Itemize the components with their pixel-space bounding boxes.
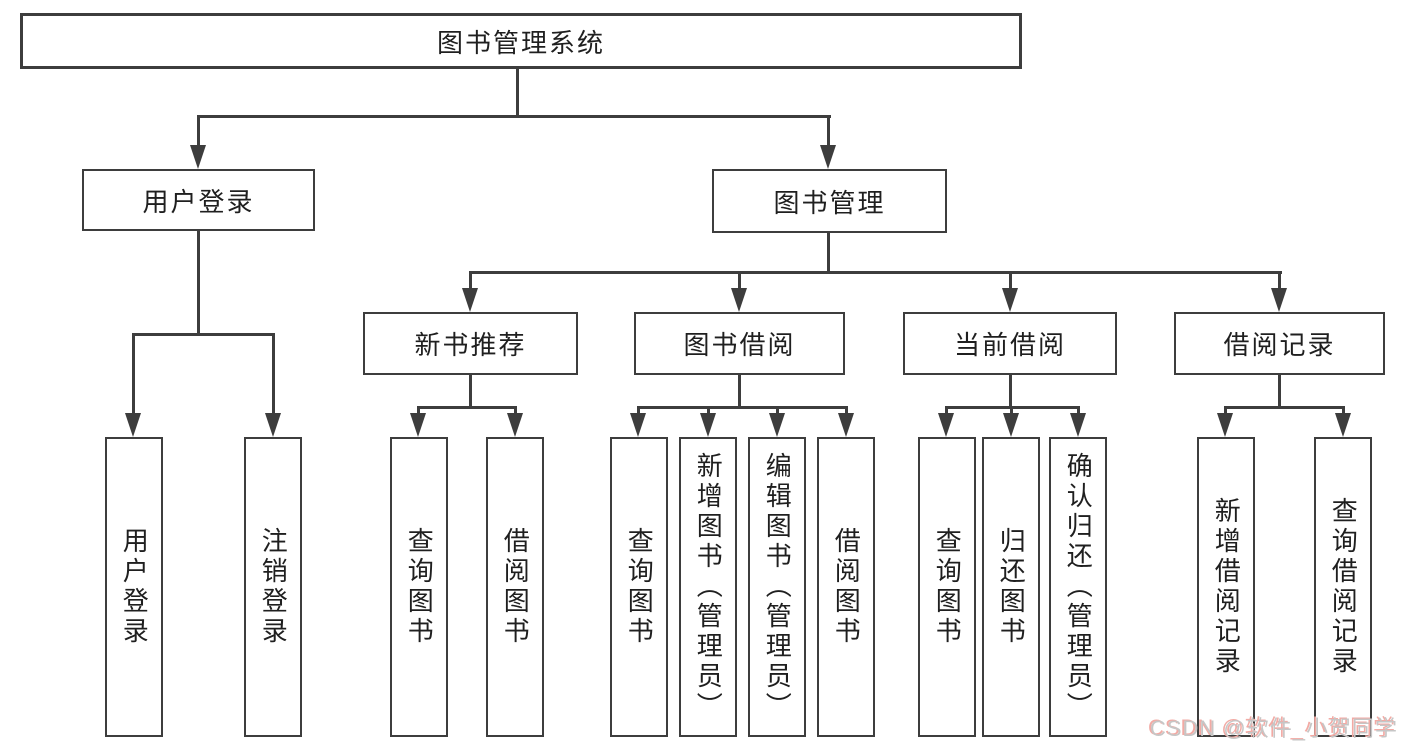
node-label: 新增图书（管理员） — [693, 452, 724, 722]
connector-line — [132, 333, 135, 415]
node-label: 用户登录 — [142, 186, 255, 217]
leaf-bb-borrow-books: 借阅图书 — [817, 437, 875, 737]
connector-line — [1077, 406, 1080, 416]
leaf-bb-query-books: 查询图书 — [610, 437, 668, 737]
connector-line — [845, 406, 848, 416]
connector-line — [637, 406, 640, 416]
node-label: 借阅图书 — [831, 527, 862, 647]
connector-arrow — [1070, 413, 1086, 437]
connector-arrow — [630, 413, 646, 437]
connector-line — [1010, 406, 1013, 416]
connector-arrow — [838, 413, 854, 437]
connector-arrow — [820, 145, 836, 169]
connector-line — [1278, 375, 1281, 409]
connector-line — [132, 333, 275, 336]
connector-line — [738, 271, 741, 291]
node-label: 图书管理 — [773, 187, 886, 218]
connector-line — [272, 333, 275, 415]
node-borrowing-records: 借阅记录 — [1174, 312, 1385, 375]
connector-line — [197, 231, 200, 336]
leaf-user-login: 用户登录 — [105, 437, 163, 737]
connector-line — [417, 406, 517, 409]
node-label: 编辑图书（管理员） — [762, 452, 793, 722]
connector-arrow — [769, 413, 785, 437]
node-new-book-recommend: 新书推荐 — [363, 312, 578, 375]
connector-line — [1342, 406, 1345, 416]
connector-line — [1224, 406, 1227, 416]
node-label: 确认归还（管理员） — [1063, 452, 1094, 722]
node-book-borrowing: 图书借阅 — [634, 312, 845, 375]
leaf-br-query-record: 查询借阅记录 — [1314, 437, 1372, 737]
node-label: 借阅图书 — [500, 527, 531, 647]
node-label: 查询图书 — [404, 527, 435, 647]
connector-line — [827, 233, 830, 274]
connector-line — [469, 375, 472, 409]
node-book-management: 图书管理 — [712, 169, 947, 233]
connector-arrow — [731, 288, 747, 312]
node-library-management-system: 图书管理系统 — [20, 13, 1022, 69]
connector-line — [469, 271, 1282, 274]
connector-line — [827, 115, 830, 148]
connector-arrow — [700, 413, 716, 437]
connector-arrow — [1217, 413, 1233, 437]
node-label: 查询图书 — [932, 527, 963, 647]
connector-line — [945, 406, 948, 416]
node-label: 当前借阅 — [953, 330, 1066, 360]
connector-arrow — [938, 413, 954, 437]
leaf-bb-add-books-admin: 新增图书（管理员） — [679, 437, 737, 737]
leaf-cb-query-books: 查询图书 — [918, 437, 976, 737]
leaf-cb-confirm-return-admin: 确认归还（管理员） — [1049, 437, 1107, 737]
connector-arrow — [125, 413, 141, 437]
connector-line — [1278, 271, 1281, 291]
connector-arrow — [462, 288, 478, 312]
connector-line — [1224, 406, 1345, 409]
connector-arrow — [1002, 288, 1018, 312]
node-label: 图书管理系统 — [436, 27, 605, 58]
connector-line — [707, 406, 710, 416]
node-label: 查询图书 — [624, 527, 655, 647]
leaf-nb-query-books: 查询图书 — [390, 437, 448, 737]
connector-arrow — [1335, 413, 1351, 437]
connector-line — [514, 406, 517, 416]
connector-line — [1009, 271, 1012, 291]
node-current-borrowing: 当前借阅 — [903, 312, 1117, 375]
node-label: 用户登录 — [119, 527, 150, 647]
connector-arrow — [507, 413, 523, 437]
node-user-login: 用户登录 — [82, 169, 315, 231]
node-label: 查询借阅记录 — [1328, 497, 1359, 677]
node-label: 注销登录 — [258, 527, 289, 647]
node-label: 归还图书 — [996, 527, 1027, 647]
csdn-watermark: CSDN @软件_小贺同学 — [1149, 716, 1398, 741]
connector-line — [197, 115, 831, 118]
connector-line — [469, 271, 472, 291]
connector-line — [776, 406, 779, 416]
connector-line — [738, 375, 741, 409]
connector-line — [417, 406, 420, 416]
connector-line — [197, 115, 200, 148]
connector-arrow — [410, 413, 426, 437]
leaf-br-add-record: 新增借阅记录 — [1197, 437, 1255, 737]
node-label: 图书借阅 — [683, 330, 796, 360]
connector-arrow — [1003, 413, 1019, 437]
connector-line — [516, 68, 519, 118]
node-label: 新增借阅记录 — [1211, 497, 1242, 677]
node-label: 新书推荐 — [414, 330, 527, 360]
connector-line — [1009, 375, 1012, 409]
leaf-cb-return-books: 归还图书 — [982, 437, 1040, 737]
connector-arrow — [190, 145, 206, 169]
leaf-nb-borrow-books: 借阅图书 — [486, 437, 544, 737]
node-label: 借阅记录 — [1223, 330, 1336, 360]
leaf-logout: 注销登录 — [244, 437, 302, 737]
connector-arrow — [1271, 288, 1287, 312]
leaf-bb-edit-books-admin: 编辑图书（管理员） — [748, 437, 806, 737]
connector-line — [637, 406, 848, 409]
connector-arrow — [265, 413, 281, 437]
